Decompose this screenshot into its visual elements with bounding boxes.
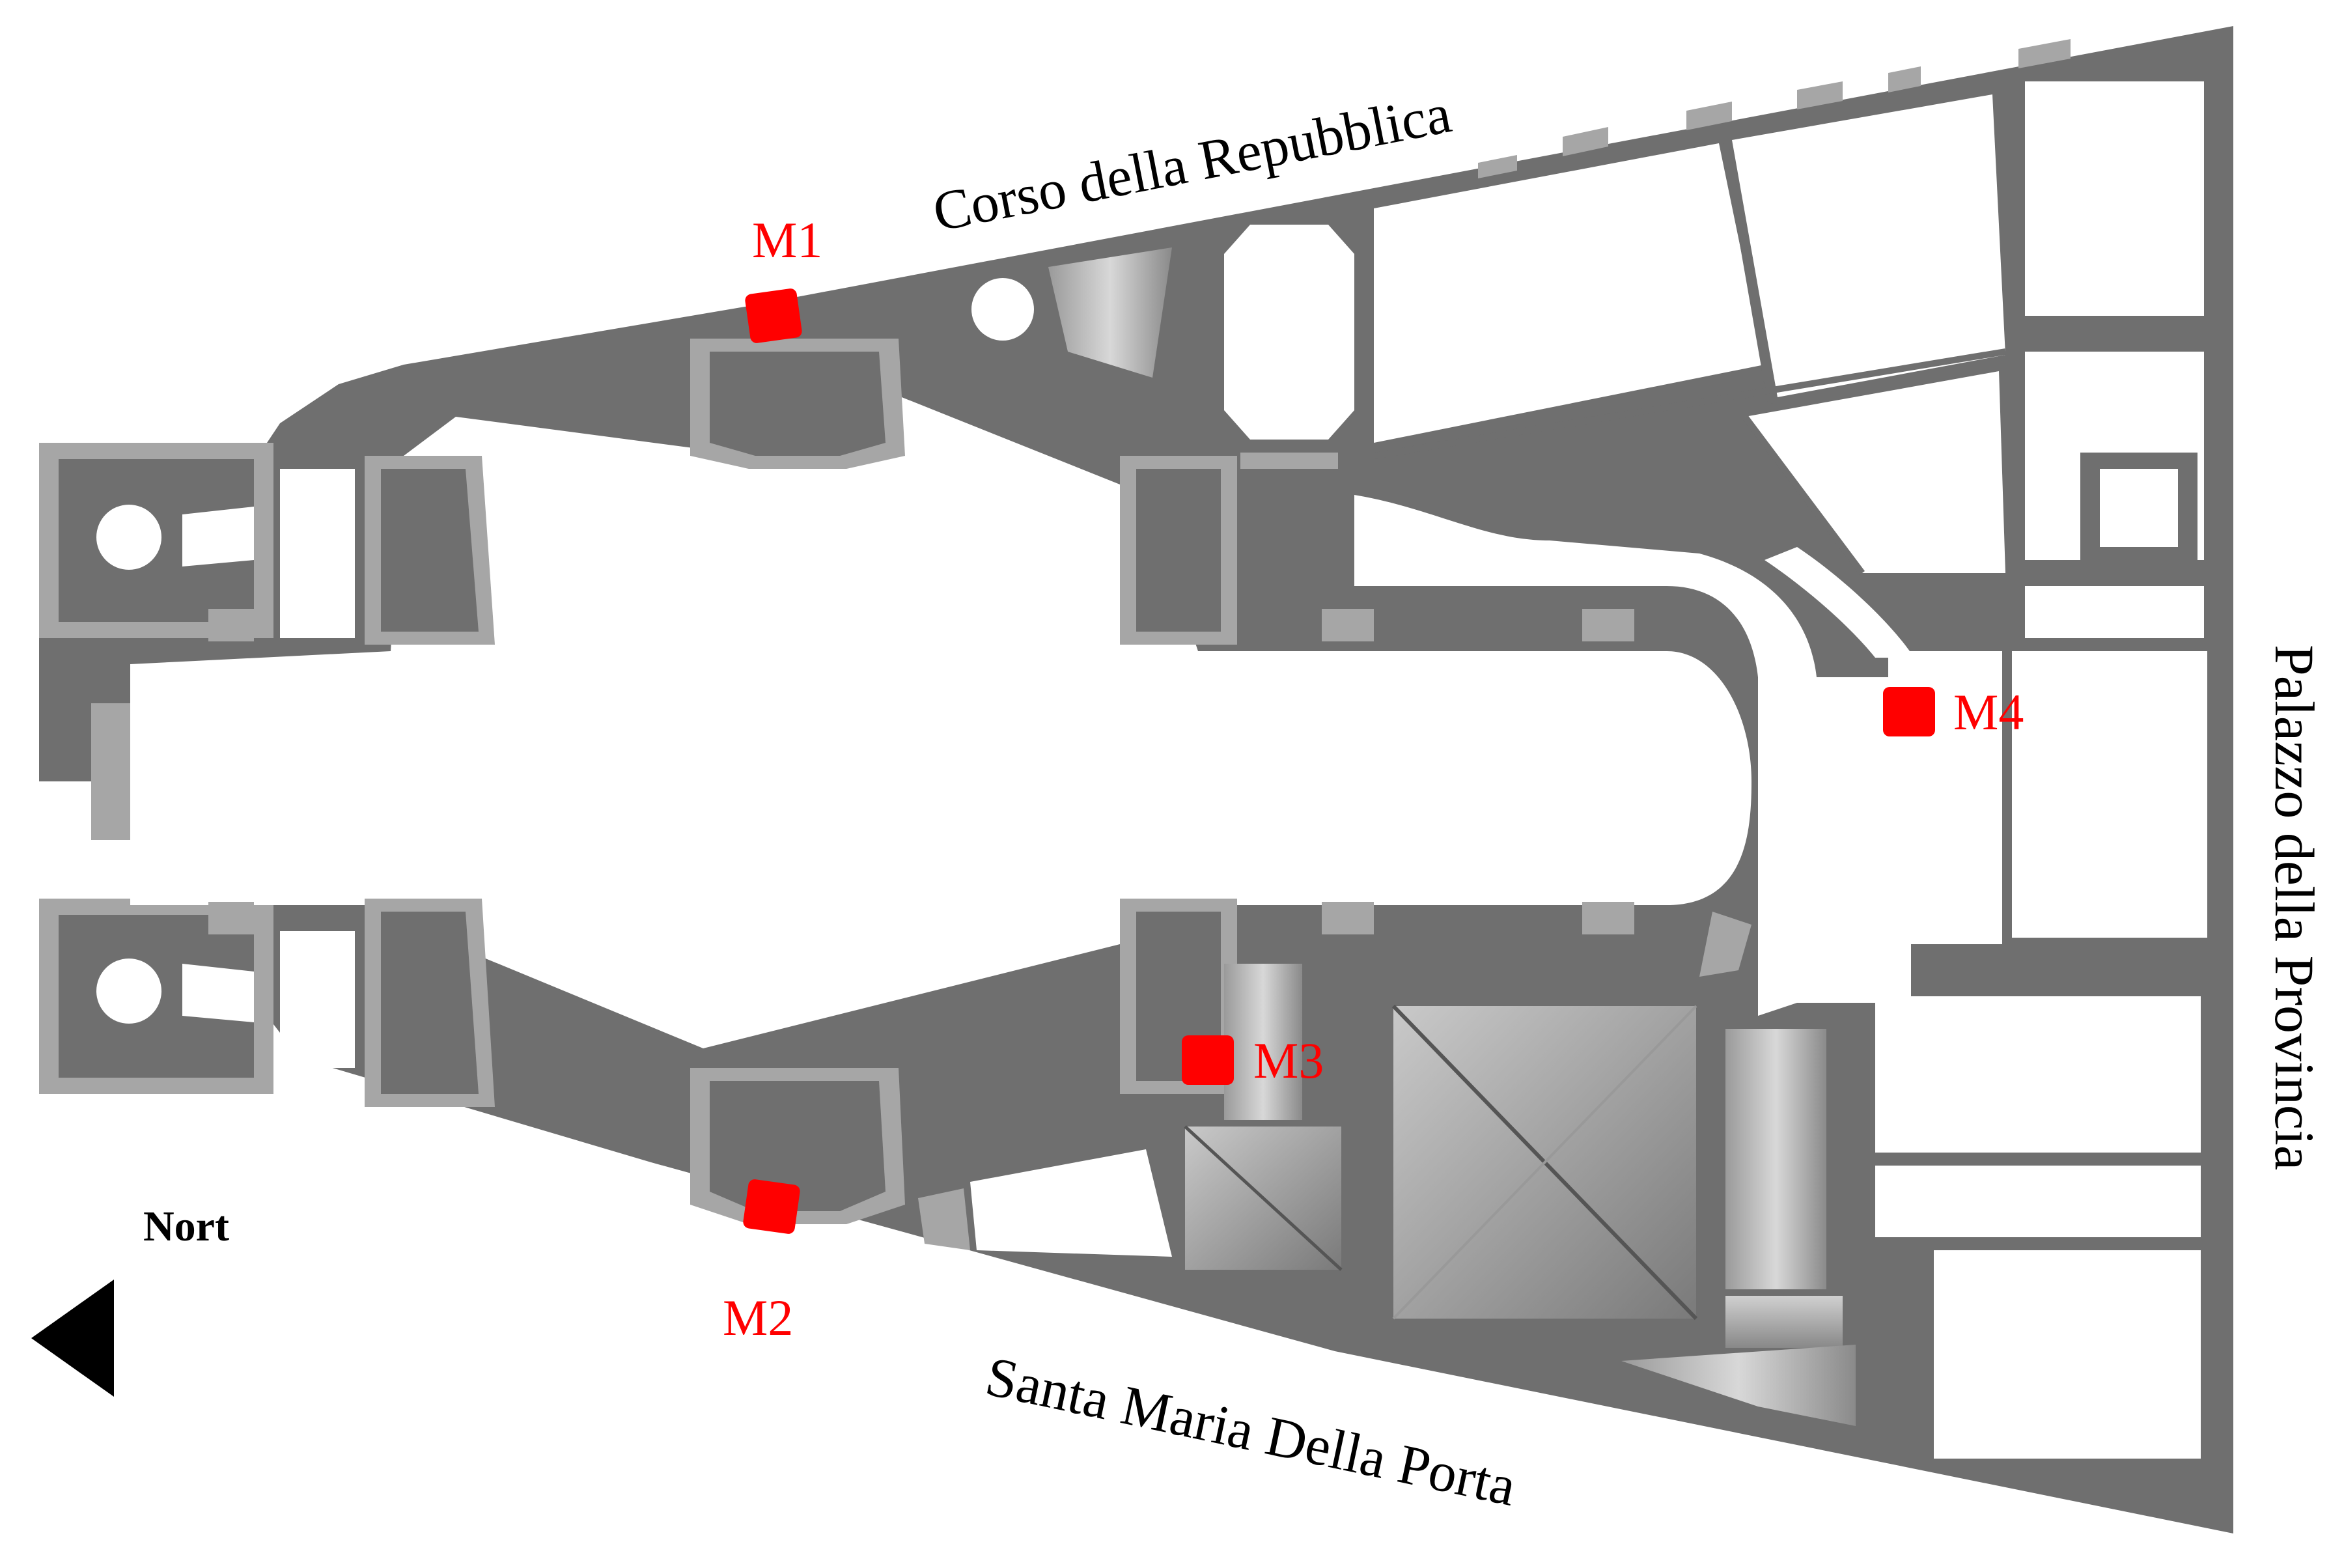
measurement-markers: M1 M2 M3 M4 (723, 212, 2024, 1346)
marker-m1-label: M1 (752, 212, 822, 268)
north-label: Nort (143, 1203, 229, 1250)
marker-m2-label: M2 (723, 1289, 793, 1346)
octagonal-room (971, 215, 1361, 469)
nave-interior (130, 391, 1751, 1048)
marker-m4 (1883, 687, 1935, 736)
facade-rooms (280, 469, 355, 1068)
north-indicator: Nort (31, 1203, 229, 1397)
right-block-rooms-bottom (1875, 651, 2207, 1459)
marker-m4-label: M4 (1953, 684, 2024, 740)
north-arrow-icon (31, 1280, 114, 1397)
sacristy-roof (1184, 964, 1856, 1426)
street-wall-bands-top (1478, 39, 2071, 178)
marker-m2 (743, 1179, 800, 1234)
south-rooms (918, 912, 1751, 1257)
nave-columns (208, 609, 1634, 934)
marker-m3 (1182, 1035, 1234, 1085)
inner-room (2100, 469, 2178, 547)
facade-towers (39, 443, 273, 1094)
corridor (1354, 495, 1914, 1016)
street-label-right: Palazzo della Provincia (2263, 645, 2326, 1170)
marker-m3-label: M3 (1253, 1032, 1324, 1089)
marker-m1 (745, 288, 802, 343)
